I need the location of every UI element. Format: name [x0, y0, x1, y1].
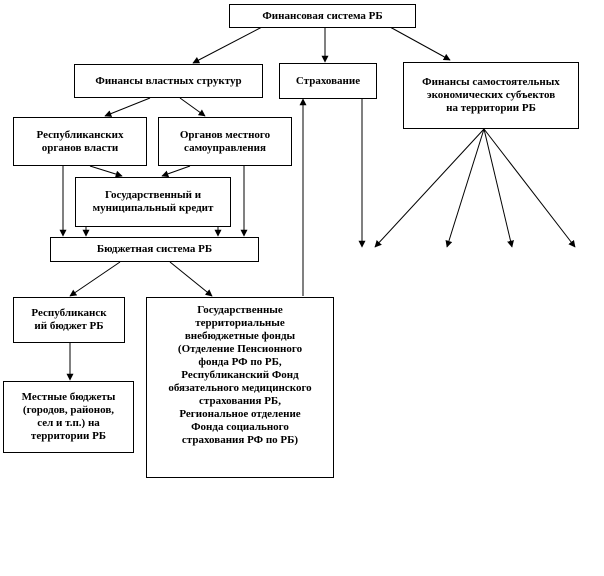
arrow-system-to-power — [192, 26, 263, 64]
node-republic-budget: Республиканск ий бюджет РБ — [13, 297, 125, 343]
node-extrabudgetary-funds: Государственные территориальные внебюдже… — [146, 297, 334, 478]
arrow-localgov-to-credit — [161, 165, 191, 178]
node-state-credit: Государственный и муниципальный кредит — [75, 177, 231, 227]
arrow-budget-to-repbudget — [69, 261, 121, 297]
node-insurance: Страхование — [279, 63, 377, 99]
node-budget-system: Бюджетная система РБ — [50, 237, 259, 262]
arrow-budget-to-funds — [169, 261, 213, 297]
arrow-econ-fan-2 — [445, 128, 485, 248]
node-financial-system: Финансовая система РБ — [229, 4, 416, 28]
arrow-power-to-repgov — [104, 97, 151, 117]
arrow-econ-fan-1 — [374, 128, 485, 248]
node-local-budgets: Местные бюджеты (городов, районов, сел и… — [3, 381, 134, 453]
arrow-econ-fan-4 — [483, 128, 576, 248]
arrow-econ-fan-3 — [483, 128, 514, 248]
arrow-system-to-econ — [389, 26, 451, 61]
node-local-government: Органов местного самоуправления — [158, 117, 292, 166]
node-econ-entities: Финансы самостоятельных экономических су… — [403, 62, 579, 129]
arrow-power-to-localgov — [179, 97, 206, 117]
node-power-finances: Финансы властных структур — [74, 64, 263, 98]
node-republic-authorities: Республиканских органов власти — [13, 117, 147, 166]
arrow-repgov-to-credit — [89, 165, 123, 178]
